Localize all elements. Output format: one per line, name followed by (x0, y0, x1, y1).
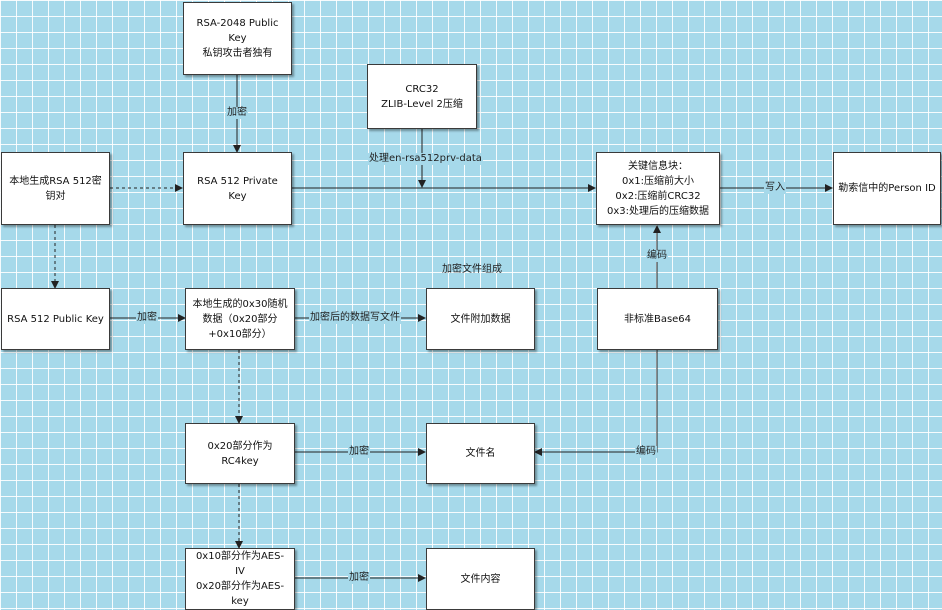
rsa2048-line-1: RSA-2048 Public Key (196, 18, 279, 44)
aes-line-1: 0x10部分作为AES- IV (195, 551, 285, 577)
label-process-data: 处理en-rsa512prv-data (368, 153, 483, 165)
aes-line-2: 0x20部分作为AES-key (195, 581, 285, 607)
crc32-line-1: CRC32 (405, 83, 439, 95)
nonstandard-base64-box: 非标准Base64 (597, 288, 718, 350)
label-encrypted-file-composition: 加密文件组成 (442, 264, 502, 275)
label-encode-to-keyinfo: 编码 (646, 250, 668, 262)
rsa2048-public-key-box: RSA-2048 Public Key 私钥攻击者独有 (183, 2, 292, 75)
edge-base64-to-filename (534, 350, 658, 456)
local-rsa512-keypair-box: 本地生成RSA 512密 钥对 (1, 152, 110, 225)
rsa512-public-line-1: RSA 512 Public Key (7, 313, 104, 325)
crc32-line-2: ZLIB-Level 2压缩 (381, 98, 463, 110)
label-encrypt-filename: 加密 (348, 446, 370, 458)
rc4key-box: 0x20部分作为RC4key (185, 423, 295, 484)
key-info-line-4: 0x3:处理后的压缩数据 (606, 205, 709, 217)
crc32-zlib-box: CRC32 ZLIB-Level 2压缩 (367, 64, 477, 129)
key-info-line-3: 0x2:压缩前CRC32 (615, 190, 701, 202)
random30-line-3: +0x10部分） (208, 328, 272, 340)
rsa2048-line-2: 私钥攻击者独有 (202, 48, 273, 59)
local-rsa512-line-1: 本地生成RSA 512密 (9, 175, 102, 187)
file-extra-data-box: 文件附加数据 (426, 288, 535, 350)
rsa512-private-key-box: RSA 512 Private Key (183, 152, 292, 225)
key-info-block-box: 关键信息块： 0x1:压缩前大小 0x2:压缩前CRC32 0x3:处理后的压缩… (596, 152, 720, 225)
aes-key-iv-box: 0x10部分作为AES- IV 0x20部分作为AES-key (185, 548, 295, 610)
label-write-in: 写入 (764, 182, 786, 194)
random-0x30-data-box: 本地生成的0x30随机 数据（0x20部分 +0x10部分） (185, 288, 295, 350)
key-info-line-2: 0x1:压缩前大小 (621, 175, 694, 187)
person-id-box: 勒索信中的Person ID (833, 152, 941, 225)
file-extra-line-1: 文件附加数据 (450, 313, 511, 325)
label-encrypt-rsa2048: 加密 (226, 107, 248, 119)
rsa512-public-key-box: RSA 512 Public Key (1, 288, 110, 350)
random30-line-2: 数据（0x20部分 (202, 313, 278, 325)
label-write-encrypted-data: 加密后的数据写文件 (309, 312, 401, 324)
random30-line-1: 本地生成的0x30随机 (192, 298, 288, 310)
label-encrypt-public: 加密 (136, 312, 158, 324)
file-content-line-1: 文件内容 (460, 573, 501, 585)
key-info-line-1: 关键信息块： (628, 160, 688, 172)
rc4key-line-1: 0x20部分作为RC4key (207, 440, 273, 467)
filename-line-1: 文件名 (465, 448, 496, 459)
base64-line-1: 非标准Base64 (623, 313, 692, 325)
label-encrypt-content: 加密 (348, 572, 370, 584)
person-id-line-1: 勒索信中的Person ID (838, 183, 936, 194)
filename-box: 文件名 (426, 423, 535, 484)
rsa512-private-line-1: RSA 512 Private Key (197, 175, 278, 202)
file-content-box: 文件内容 (426, 548, 535, 610)
label-encode-filename: 编码 (635, 446, 657, 458)
local-rsa512-line-2: 钥对 (45, 190, 66, 202)
